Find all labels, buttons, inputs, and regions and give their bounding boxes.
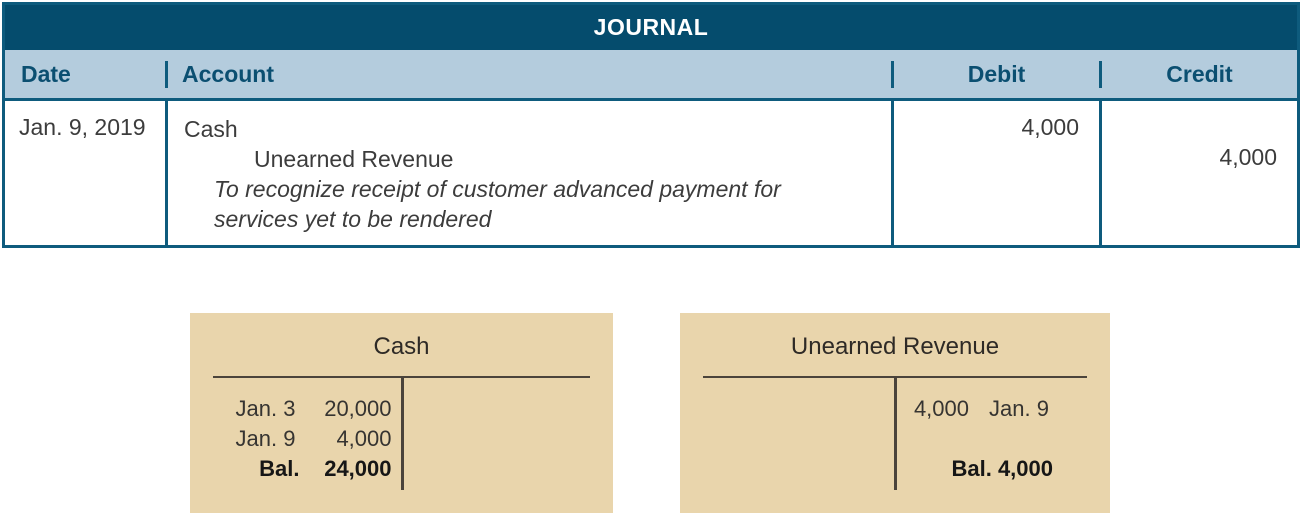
journal-entry-row: Jan. 9, 2019 Cash Unearned Revenue To re… [5,101,1297,245]
entry-credit-amount: 4,000 [1099,101,1297,245]
entry-date: Jan. 9 [989,396,1049,421]
balance-label: Bal. [951,456,992,481]
journal-title: JOURNAL [5,5,1297,50]
t-account-cash: Cash Jan. 3 20,000 Jan. 9 4,000 Bal. 24,… [190,313,613,513]
t-account-entry: Jan. 3 20,000 [236,394,392,424]
entry-memo-line1: To recognize receipt of customer advance… [214,176,781,202]
credit-account-name: Unearned Revenue [254,146,454,172]
t-account-entry: Jan. 9 4,000 [236,424,392,454]
t-account-balance: Bal. 24,000 [236,454,392,484]
t-account-unearned-revenue: Unearned Revenue 4,000 Jan. 9 Bal. 4,000 [680,313,1110,513]
entry-debit-amount: 4,000 [891,101,1099,245]
column-header-account: Account [165,60,891,88]
t-account-vertical-line [894,376,897,490]
t-account-debit-side: Jan. 3 20,000 Jan. 9 4,000 Bal. 24,000 [236,394,392,484]
balance-label: Bal. [259,456,300,481]
entry-date: Jan. 9, 2019 [19,114,146,140]
entry-amount: 4,000 [913,396,969,421]
entry-memo-line2: services yet to be rendered [214,206,492,232]
spacer [905,424,1053,454]
balance-amount: 24,000 [324,456,392,481]
balance-amount: 4,000 [997,456,1053,481]
entry-date: Jan. 9 [235,426,296,451]
t-account-credit-side: 4,000 Jan. 9 Bal. 4,000 [905,394,1053,484]
t-account-title: Unearned Revenue [790,333,1000,360]
entry-amount: 4,000 [336,426,392,451]
t-account-balance: Bal. 4,000 [905,454,1053,484]
t-account-vertical-line [400,376,404,490]
entry-date: Jan. 3 [235,396,296,421]
balance-text: Bal. 4,000 [905,454,1053,484]
t-account-title: Cash [373,333,430,360]
t-account-entry: 4,000 Jan. 9 [905,394,1053,424]
journal-table: JOURNAL Date Account Debit Credit Jan. 9… [2,2,1300,248]
journal-header-row: Date Account Debit Credit [5,50,1297,101]
entry-amount: 20,000 [324,396,392,421]
column-header-credit: Credit [1099,60,1297,88]
column-header-date: Date [21,60,71,87]
debit-account-name: Cash [184,116,238,142]
column-header-debit: Debit [891,60,1099,88]
entry-accounts: Cash Unearned Revenue To recognize recei… [165,101,891,245]
